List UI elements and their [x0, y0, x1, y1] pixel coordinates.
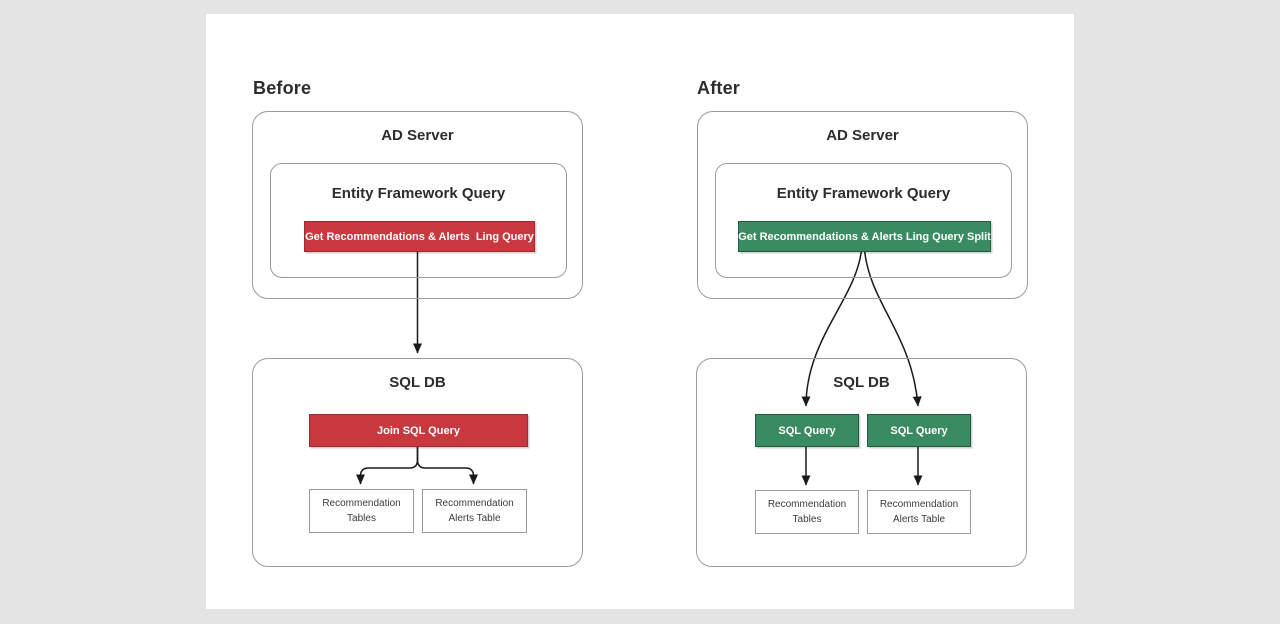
table-box-label-line: Recommendation [879, 498, 959, 510]
after-ef-query-box: Entity Framework Query Get Recommendatio… [715, 163, 1012, 278]
after-recommendation-alerts-table-box: Recommendation Alerts Table [867, 490, 971, 534]
after-sql-db-label: SQL DB [833, 374, 890, 391]
before-recommendation-tables-box: Recommendation Tables [309, 489, 414, 533]
before-ad-server-label: AD Server [381, 127, 454, 144]
before-sql-db-label: SQL DB [389, 374, 446, 391]
table-box-label-line: Tables [347, 513, 376, 524]
after-sql-query-right-node: SQL Query [867, 414, 971, 447]
table-box-label-line: Alerts Table [448, 513, 501, 524]
after-linq-query-split-node: Get Recommendations & Alerts Ling Query … [738, 221, 991, 252]
after-ad-server-label: AD Server [826, 127, 899, 144]
diagram-canvas: Before AD Server Entity Framework Query … [206, 14, 1074, 609]
after-sql-query-left-node: SQL Query [755, 414, 859, 447]
table-box-label-line: Tables [792, 514, 822, 525]
before-recommendation-alerts-table-box: Recommendation Alerts Table [422, 489, 527, 533]
table-box-label-line: Recommendation [322, 497, 401, 509]
after-ad-server-box: AD Server Entity Framework Query Get Rec… [697, 111, 1028, 299]
before-ef-query-box: Entity Framework Query Get Recommendatio… [270, 163, 567, 278]
after-title: After [697, 78, 741, 98]
after-sql-db-box: SQL DB SQL Query SQL Query Recommendatio… [696, 358, 1027, 567]
before-sql-db-box: SQL DB Join SQL Query Recommendation Tab… [252, 358, 583, 567]
table-box-label-line: Recommendation [767, 498, 847, 510]
before-ef-query-label: Entity Framework Query [331, 185, 506, 202]
table-box-label-line: Recommendation [435, 497, 514, 509]
before-ad-server-box: AD Server Entity Framework Query Get Rec… [252, 111, 583, 299]
before-linq-query-node: Get Recommendations & Alerts Ling Query [304, 221, 535, 252]
after-recommendation-tables-box: Recommendation Tables [755, 490, 859, 534]
before-join-sql-query-node: Join SQL Query [309, 414, 528, 447]
after-ef-query-label: Entity Framework Query [776, 185, 951, 202]
table-box-label-line: Alerts Table [892, 514, 946, 525]
before-title: Before [253, 78, 312, 98]
